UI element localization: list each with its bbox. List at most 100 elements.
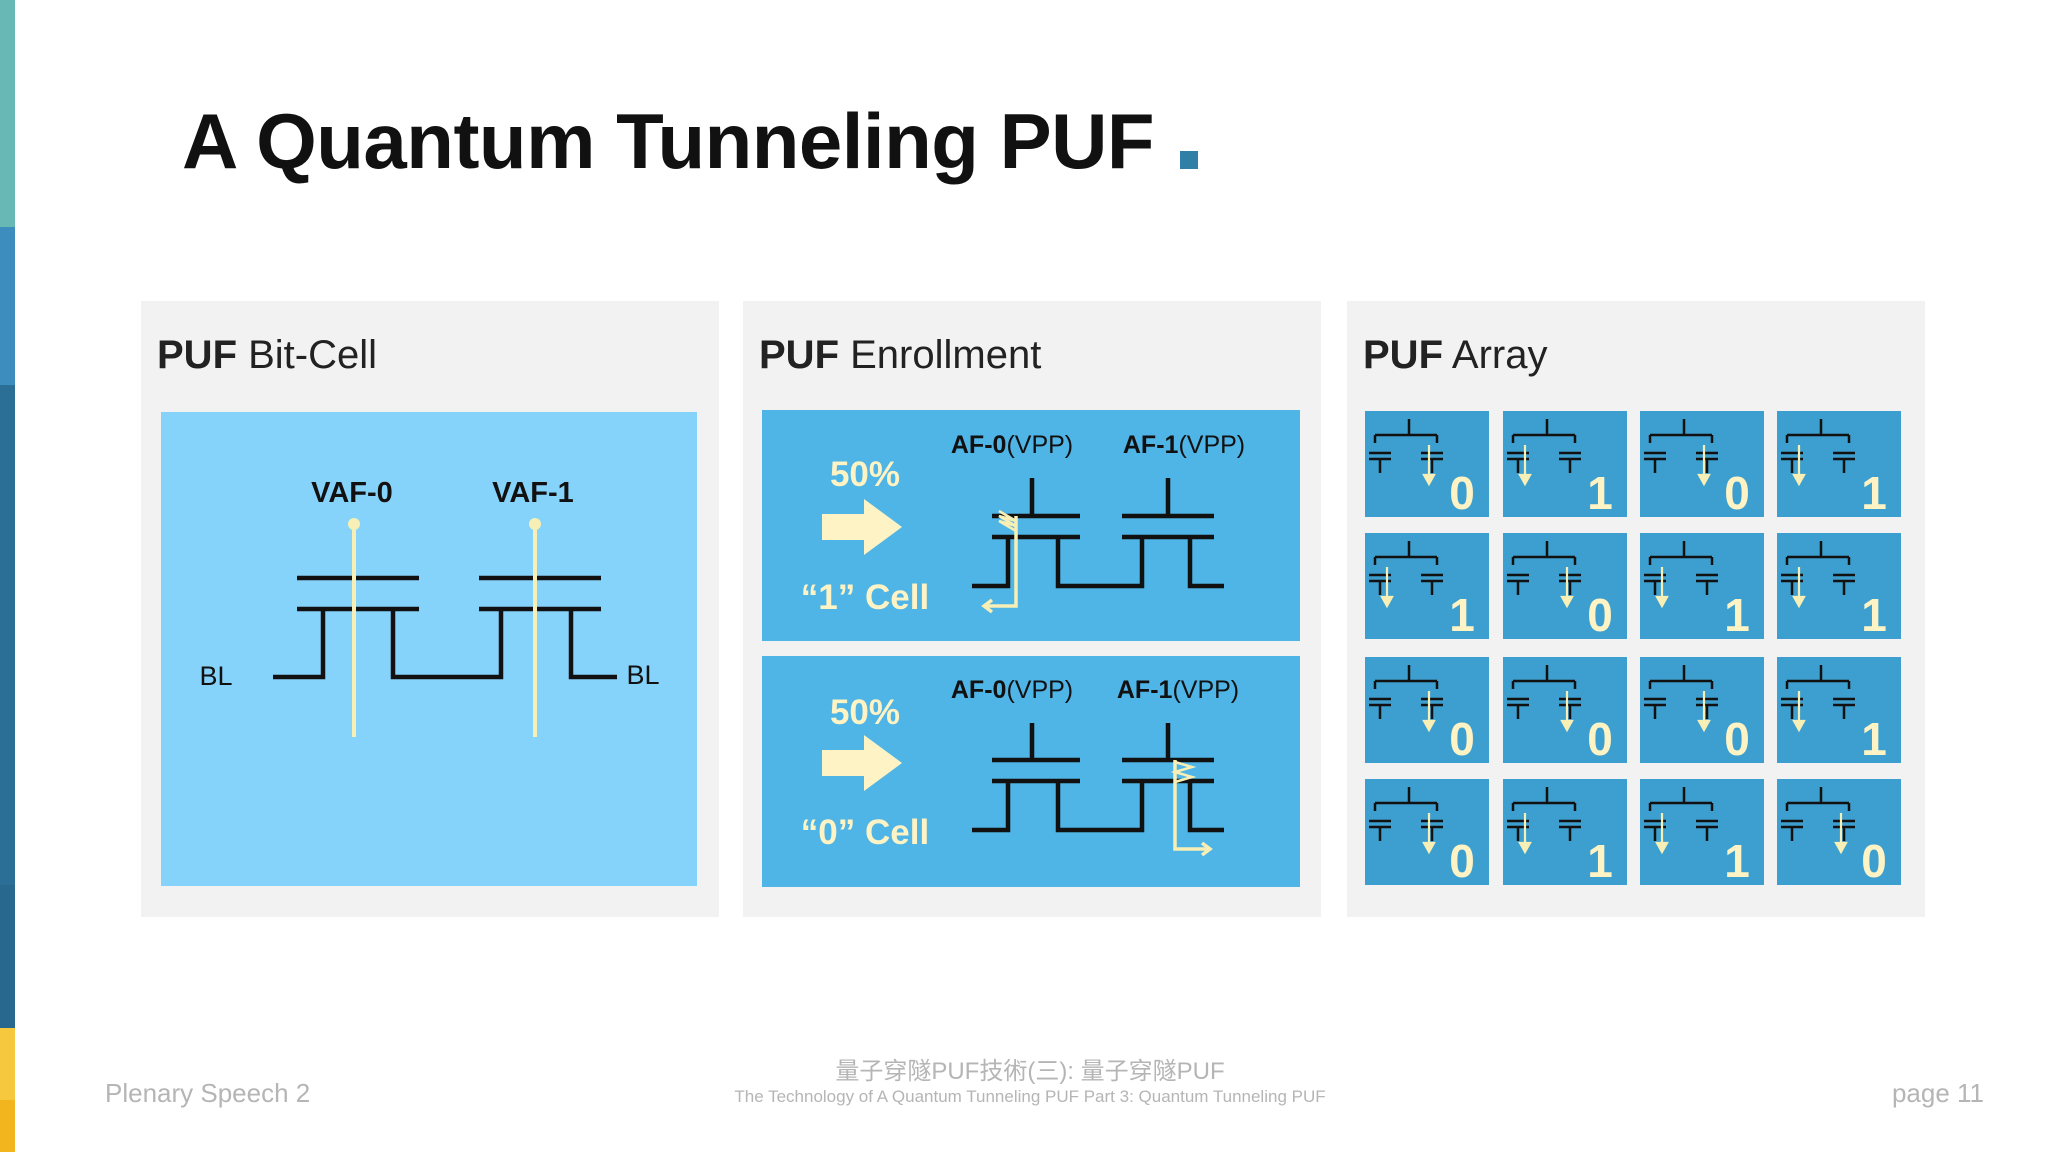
- percent-label: 50%: [830, 455, 900, 494]
- bl-label-right: BL: [626, 660, 659, 690]
- side-bar-segment: [0, 1028, 15, 1100]
- array-cell: 1: [1777, 411, 1901, 519]
- bit-cell-diagram: VAF-0 VAF-1 BL BL: [161, 412, 697, 886]
- tunnel-arrow-icon: [1655, 813, 1669, 855]
- footer-subtitle-chinese: 量子穿隧PUF技術(三): 量子穿隧PUF: [835, 1058, 1225, 1085]
- tunnel-arrow-icon: [1422, 691, 1436, 733]
- transistor-pair: [972, 478, 1224, 589]
- arrow-right-icon: [822, 499, 902, 555]
- cell-label: “0” Cell: [801, 813, 929, 852]
- mini-transistor-pair: [1507, 541, 1581, 595]
- footer-subtitle-english: The Technology of A Quantum Tunneling PU…: [734, 1087, 1326, 1106]
- tunnel-arrow-icon: [1655, 567, 1669, 609]
- footer-subtitle: 量子穿隧PUF技術(三): 量子穿隧PUF The Technology of …: [660, 1058, 1400, 1108]
- bl-label-left: BL: [199, 661, 232, 691]
- array-cell: 1: [1365, 533, 1489, 641]
- array-cell: 0: [1503, 657, 1627, 765]
- mini-transistor-pair: [1369, 787, 1443, 841]
- gate-lines: [352, 524, 537, 737]
- side-bar-segment: [0, 885, 15, 1028]
- array-cell-bit: 0: [1449, 835, 1475, 885]
- side-bar-segment: [0, 1100, 15, 1152]
- tunneling-path: [1170, 760, 1213, 857]
- array-cell-bit: 0: [1587, 713, 1613, 763]
- mini-transistor-pair: [1507, 419, 1581, 473]
- array-cell: 0: [1640, 411, 1764, 519]
- mini-transistor-pair: [1781, 665, 1855, 719]
- array-cell-bit: 0: [1861, 835, 1887, 885]
- panel-title: PUF Enrollment: [759, 333, 1041, 378]
- array-cell: 1: [1777, 533, 1901, 641]
- panel-title: PUF Bit-Cell: [157, 333, 377, 378]
- array-cell-bit: 0: [1724, 467, 1750, 517]
- mini-transistor-pair: [1781, 787, 1855, 841]
- array-cell-bit: 1: [1861, 467, 1887, 517]
- af0-label: AF-0(VPP): [951, 431, 1073, 459]
- array-cell-bit: 1: [1861, 713, 1887, 763]
- side-color-bar: [0, 0, 15, 1152]
- tunneling-path: [981, 509, 1018, 614]
- panel-title-rest: Enrollment: [839, 333, 1042, 377]
- tunnel-arrow-icon: [1792, 691, 1806, 733]
- array-cell-bit: 1: [1724, 589, 1750, 639]
- array-cell-bit: 1: [1724, 835, 1750, 885]
- mini-transistor-pair: [1369, 541, 1443, 595]
- enrollment-case-one: 50% “1” Cell AF-0(VPP) AF-1(VPP): [762, 410, 1300, 641]
- tunnel-arrow-icon: [1792, 567, 1806, 609]
- mini-transistor-pair: [1644, 665, 1718, 719]
- panel-title-bold: PUF: [1363, 333, 1443, 377]
- array-cell: 1: [1503, 411, 1627, 519]
- mini-transistor-pair: [1644, 419, 1718, 473]
- mini-transistor-pair: [1507, 787, 1581, 841]
- page-title: A Quantum Tunneling PUF: [182, 97, 1155, 185]
- gate-label-vaf1: VAF-1: [492, 477, 574, 509]
- enrollment-case-zero: 50% “0” Cell AF-0(VPP) AF-1(VPP): [762, 656, 1300, 887]
- footer-page-number: page 11: [1891, 1078, 1984, 1108]
- transistor-left: [273, 575, 504, 680]
- tunnel-arrow-icon: [1518, 445, 1532, 487]
- gate-label-vaf0: VAF-0: [311, 477, 393, 509]
- tunnel-arrow-icon: [1792, 445, 1806, 487]
- array-cell: 0: [1777, 779, 1901, 887]
- array-cell: 0: [1365, 411, 1489, 519]
- panel-enrollment: PUF Enrollment 50% “1” Cell AF-0(VPP) AF…: [743, 301, 1321, 917]
- panel-title: PUF Array: [1363, 333, 1547, 378]
- side-bar-segment: [0, 385, 15, 885]
- panel-title-rest: Bit-Cell: [237, 333, 378, 377]
- percent-label: 50%: [830, 693, 900, 732]
- panel-title-bold: PUF: [157, 333, 237, 377]
- array-cell-bit: 1: [1861, 589, 1887, 639]
- panel-bit-cell: PUF Bit-Cell VAF-0 VAF-1 BL BL: [141, 301, 719, 917]
- title-accent-dot: [1180, 151, 1198, 169]
- tunnel-arrow-icon: [1834, 813, 1848, 855]
- tunnel-arrow-icon: [1518, 813, 1532, 855]
- tunnel-arrow-icon: [1422, 445, 1436, 487]
- tunnel-arrow-icon: [1560, 691, 1574, 733]
- array-cell-bit: 0: [1587, 589, 1613, 639]
- mini-transistor-pair: [1507, 665, 1581, 719]
- cell-label: “1” Cell: [801, 578, 929, 617]
- array-cell-bit: 0: [1724, 713, 1750, 763]
- array-cell: 0: [1503, 533, 1627, 641]
- panel-title-rest: Array: [1443, 333, 1548, 377]
- mini-transistor-pair: [1644, 541, 1718, 595]
- array-cell: 0: [1365, 657, 1489, 765]
- gate-terminal-left: [348, 518, 360, 530]
- gate-terminal-right: [529, 518, 541, 530]
- tunnel-arrow-icon: [1422, 813, 1436, 855]
- footer-speech-label: Plenary Speech 2: [105, 1078, 311, 1108]
- af0-label: AF-0(VPP): [951, 676, 1073, 704]
- array-cell: 1: [1777, 657, 1901, 765]
- array-cell-bit: 0: [1449, 713, 1475, 763]
- mini-transistor-pair: [1369, 419, 1443, 473]
- mini-transistor-pair: [1369, 665, 1443, 719]
- array-cell-bit: 1: [1587, 835, 1613, 885]
- panel-array: PUF Array 0 1 0 1 1 0 1 1 0 0 0 1 0 1 1 0: [1347, 301, 1925, 917]
- array-cell: 0: [1640, 657, 1764, 765]
- mini-transistor-pair: [1644, 787, 1718, 841]
- array-cell-bit: 1: [1587, 467, 1613, 517]
- tunnel-arrow-icon: [1380, 567, 1394, 609]
- panel-title-bold: PUF: [759, 333, 839, 377]
- mini-transistor-pair: [1781, 419, 1855, 473]
- array-cell-bit: 0: [1449, 467, 1475, 517]
